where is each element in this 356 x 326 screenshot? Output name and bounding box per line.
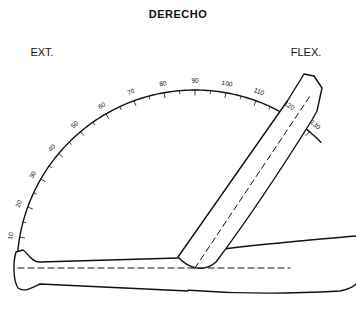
extension-label: EXT. (30, 47, 53, 58)
arc-tick (106, 114, 109, 118)
flexed-shin-outline (178, 74, 322, 268)
arc-tick (134, 101, 136, 106)
angle-number: 10 (7, 231, 15, 239)
thigh-outline (185, 284, 356, 293)
angle-number: 70 (127, 88, 136, 97)
arc-tick (269, 107, 270, 110)
reference-line (195, 96, 310, 268)
arc (17, 90, 321, 268)
arc-tick (20, 237, 25, 239)
angle-number: 30 (28, 170, 37, 180)
arc-tick (28, 207, 33, 209)
arc-tick (41, 179, 45, 182)
arc-tick (69, 142, 71, 144)
arc-tick (225, 93, 227, 98)
arc-tick (120, 107, 121, 110)
arc-tick (179, 91, 180, 94)
angle-number: 60 (97, 101, 107, 110)
arc-tick (49, 166, 51, 168)
arc-tick (23, 221, 26, 223)
angle-number: 90 (191, 78, 198, 85)
arc-tick (240, 96, 242, 99)
angle-number: 20 (15, 200, 24, 209)
angle-number: 50 (70, 120, 80, 130)
thigh-outline (215, 236, 356, 250)
flexion-label: FLEX. (291, 47, 322, 58)
angle-number: 130 (309, 119, 321, 131)
reference-line (18, 268, 290, 269)
title: DERECHO (149, 9, 208, 20)
arc-tick (164, 93, 166, 98)
angle-number: 80 (158, 80, 166, 88)
angle-number: 100 (222, 80, 234, 88)
arc-tick (81, 132, 84, 136)
arc-tick (148, 96, 150, 99)
arc-tick (34, 193, 37, 194)
angle-number: 110 (253, 87, 265, 97)
angle-number: 40 (47, 143, 57, 153)
arc-tick (306, 132, 309, 136)
extended-shin-outline (14, 250, 188, 291)
arc-tick (59, 154, 63, 157)
arc-tick (93, 122, 95, 124)
arc-tick (210, 91, 211, 94)
arc-tick (195, 90, 196, 95)
arc-tick (254, 101, 256, 106)
